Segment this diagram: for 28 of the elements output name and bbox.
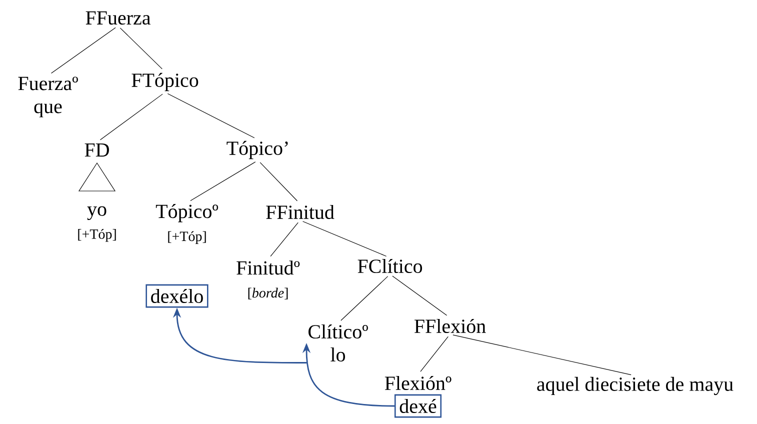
branch-line — [260, 162, 298, 202]
constituent-label: FFuerza — [86, 11, 150, 25]
constituent-label: Tópico’ — [226, 140, 288, 160]
branch-line — [190, 162, 256, 202]
branch-line — [392, 276, 448, 316]
word-box: dexé — [394, 394, 442, 418]
constituent-label: FTópico — [132, 72, 198, 92]
branch-line — [420, 336, 448, 372]
branch-line — [340, 276, 388, 321]
constituent-label: FFlexión — [414, 318, 486, 334]
word-box: dexélo — [146, 284, 208, 308]
constituent-label: Tópicoº [+Tóp] — [156, 204, 218, 244]
constituent-label: Finitudº [borde] — [236, 260, 300, 300]
branch-line — [452, 334, 632, 376]
constituent-label: aquel diecisiete de mayu — [537, 376, 734, 396]
branch-line — [270, 222, 298, 257]
constituent-label: FD — [84, 143, 109, 157]
branch-line — [100, 94, 163, 140]
branch-line — [167, 93, 255, 138]
branch-line — [302, 221, 387, 257]
branch-line — [120, 28, 162, 70]
branch-line — [50, 27, 116, 74]
constituent-label: Clíticoº lo — [308, 324, 368, 362]
constituent-label: FClítico — [358, 258, 422, 274]
constituent-label: Flexiónº — [384, 376, 452, 390]
constituent-label: yo [+Tóp] — [78, 206, 116, 242]
constituent-label: Fuerzaº que — [18, 76, 78, 118]
constituent-label: FFinitud — [266, 204, 334, 220]
